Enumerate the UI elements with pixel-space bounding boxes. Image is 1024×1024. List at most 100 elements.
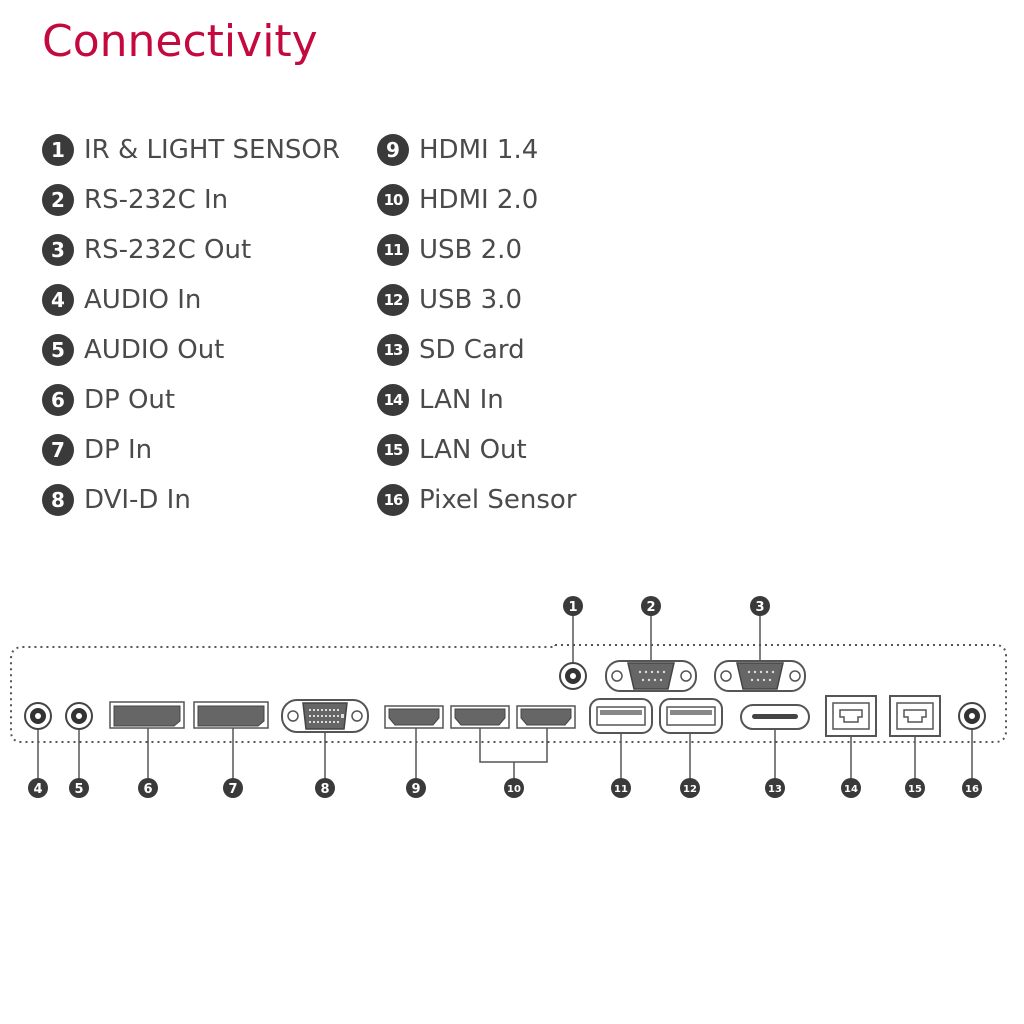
- callout-number: 6: [143, 782, 152, 797]
- page-title: Connectivity: [42, 16, 318, 67]
- callout-number: 7: [228, 782, 237, 797]
- pixel-sensor-port-icon: [958, 702, 986, 730]
- legend-badge: 2: [42, 184, 74, 216]
- legend-badge: 14: [377, 384, 409, 416]
- legend-item-dvi-d-in: 8 DVI-D In: [42, 475, 340, 525]
- callout-number: 8: [320, 782, 329, 797]
- panel-outline: [10, 644, 1007, 743]
- legend-label: DP Out: [84, 385, 176, 415]
- callout-badge-9: 9: [406, 778, 426, 798]
- lan-in-port-icon: [825, 695, 877, 737]
- legend-item-audio-out: 5 AUDIO Out: [42, 325, 340, 375]
- legend-label: HDMI 1.4: [419, 135, 539, 165]
- legend-item-usb-3-0: 12 USB 3.0: [377, 275, 577, 325]
- callout-badge-15: 15: [905, 778, 925, 798]
- legend-item-rs232c-out: 3 RS-232C Out: [42, 225, 340, 275]
- legend-item-lan-out: 15 LAN Out: [377, 425, 577, 475]
- lan-out-port-icon: [889, 695, 941, 737]
- legend-item-usb-2-0: 11 USB 2.0: [377, 225, 577, 275]
- dp-in-port-icon: [193, 701, 269, 729]
- leader-lines: [37, 614, 973, 780]
- audio-out-jack-icon: [65, 702, 93, 730]
- hdmi-1-4-port-icon: [384, 705, 444, 729]
- sd-card-slot-icon: [740, 704, 810, 730]
- legend-label: AUDIO Out: [84, 335, 225, 365]
- legend-badge: 1: [42, 134, 74, 166]
- callout-badge-12: 12: [680, 778, 700, 798]
- legend-badge: 6: [42, 384, 74, 416]
- callout-badge-3: 3: [750, 596, 770, 616]
- callout-badge-10: 10: [504, 778, 524, 798]
- legend-label: SD Card: [419, 335, 525, 365]
- callout-badge-5: 5: [69, 778, 89, 798]
- callout-number: 2: [646, 600, 655, 615]
- legend-item-ir-light-sensor: 1 IR & LIGHT SENSOR: [42, 125, 340, 175]
- callout-badge-16: 16: [962, 778, 982, 798]
- legend-label: RS-232C In: [84, 185, 229, 215]
- ir-light-sensor-port-icon: [559, 662, 587, 690]
- legend-badge: 11: [377, 234, 409, 266]
- callout-number: 16: [965, 784, 979, 795]
- legend-badge: 13: [377, 334, 409, 366]
- callout-number: 10: [507, 784, 521, 795]
- callout-badge-6: 6: [138, 778, 158, 798]
- callout-badge-4: 4: [28, 778, 48, 798]
- callout-number: 14: [844, 784, 858, 795]
- legend-right-column: 9 HDMI 1.4 10 HDMI 2.0 11 USB 2.0 12 USB…: [377, 125, 577, 525]
- legend-badge: 9: [377, 134, 409, 166]
- legend-label: IR & LIGHT SENSOR: [84, 135, 340, 165]
- legend-badge: 8: [42, 484, 74, 516]
- legend-item-lan-in: 14 LAN In: [377, 375, 577, 425]
- callout-number: 4: [33, 782, 42, 797]
- legend-label: DVI-D In: [84, 485, 191, 515]
- legend-item-dp-in: 7 DP In: [42, 425, 340, 475]
- dp-out-port-icon: [109, 701, 185, 729]
- legend-label: HDMI 2.0: [419, 185, 539, 215]
- usb-2-0-port-icon: [589, 698, 653, 734]
- legend-item-hdmi-2-0: 10 HDMI 2.0: [377, 175, 577, 225]
- callout-badge-11: 11: [611, 778, 631, 798]
- legend-item-dp-out: 6 DP Out: [42, 375, 340, 425]
- hdmi-2-0-port-icon: [450, 705, 576, 729]
- callout-number: 5: [74, 782, 83, 797]
- legend-label: USB 3.0: [419, 285, 522, 315]
- legend-label: LAN In: [419, 385, 504, 415]
- legend-label: Pixel Sensor: [419, 485, 577, 515]
- legend-label: DP In: [84, 435, 153, 465]
- legend-badge: 15: [377, 434, 409, 466]
- dvi-d-in-port-icon: [281, 699, 369, 733]
- callout-number: 1: [568, 600, 577, 615]
- legend-left-column: 1 IR & LIGHT SENSOR 2 RS-232C In 3 RS-23…: [42, 125, 340, 525]
- legend-item-hdmi-1-4: 9 HDMI 1.4: [377, 125, 577, 175]
- callout-number: 9: [411, 782, 420, 797]
- callout-number: 11: [614, 784, 628, 795]
- legend-label: USB 2.0: [419, 235, 522, 265]
- rs232c-in-port-icon: [605, 660, 697, 692]
- callout-number: 12: [683, 784, 697, 795]
- rs232c-out-port-icon: [714, 660, 806, 692]
- callout-badge-1: 1: [563, 596, 583, 616]
- legend-item-sd-card: 13 SD Card: [377, 325, 577, 375]
- legend-badge: 12: [377, 284, 409, 316]
- callout-badge-8: 8: [315, 778, 335, 798]
- legend-item-pixel-sensor: 16 Pixel Sensor: [377, 475, 577, 525]
- legend-item-audio-in: 4 AUDIO In: [42, 275, 340, 325]
- callout-number: 15: [908, 784, 922, 795]
- callout-badge-2: 2: [641, 596, 661, 616]
- port-panel-diagram: 1 2 3 4 5 6 7 8 9 10 11 12: [10, 596, 1007, 798]
- callout-badge-7: 7: [223, 778, 243, 798]
- audio-in-jack-icon: [24, 702, 52, 730]
- legend-label: LAN Out: [419, 435, 527, 465]
- callout-badge-14: 14: [841, 778, 861, 798]
- callout-number: 13: [768, 784, 782, 795]
- callout-number: 3: [755, 600, 764, 615]
- legend-item-rs232c-in: 2 RS-232C In: [42, 175, 340, 225]
- callout-badge-13: 13: [765, 778, 785, 798]
- legend-label: RS-232C Out: [84, 235, 252, 265]
- legend-badge: 10: [377, 184, 409, 216]
- legend-label: AUDIO In: [84, 285, 202, 315]
- usb-3-0-port-icon: [659, 698, 723, 734]
- legend-badge: 16: [377, 484, 409, 516]
- legend-badge: 3: [42, 234, 74, 266]
- legend-badge: 5: [42, 334, 74, 366]
